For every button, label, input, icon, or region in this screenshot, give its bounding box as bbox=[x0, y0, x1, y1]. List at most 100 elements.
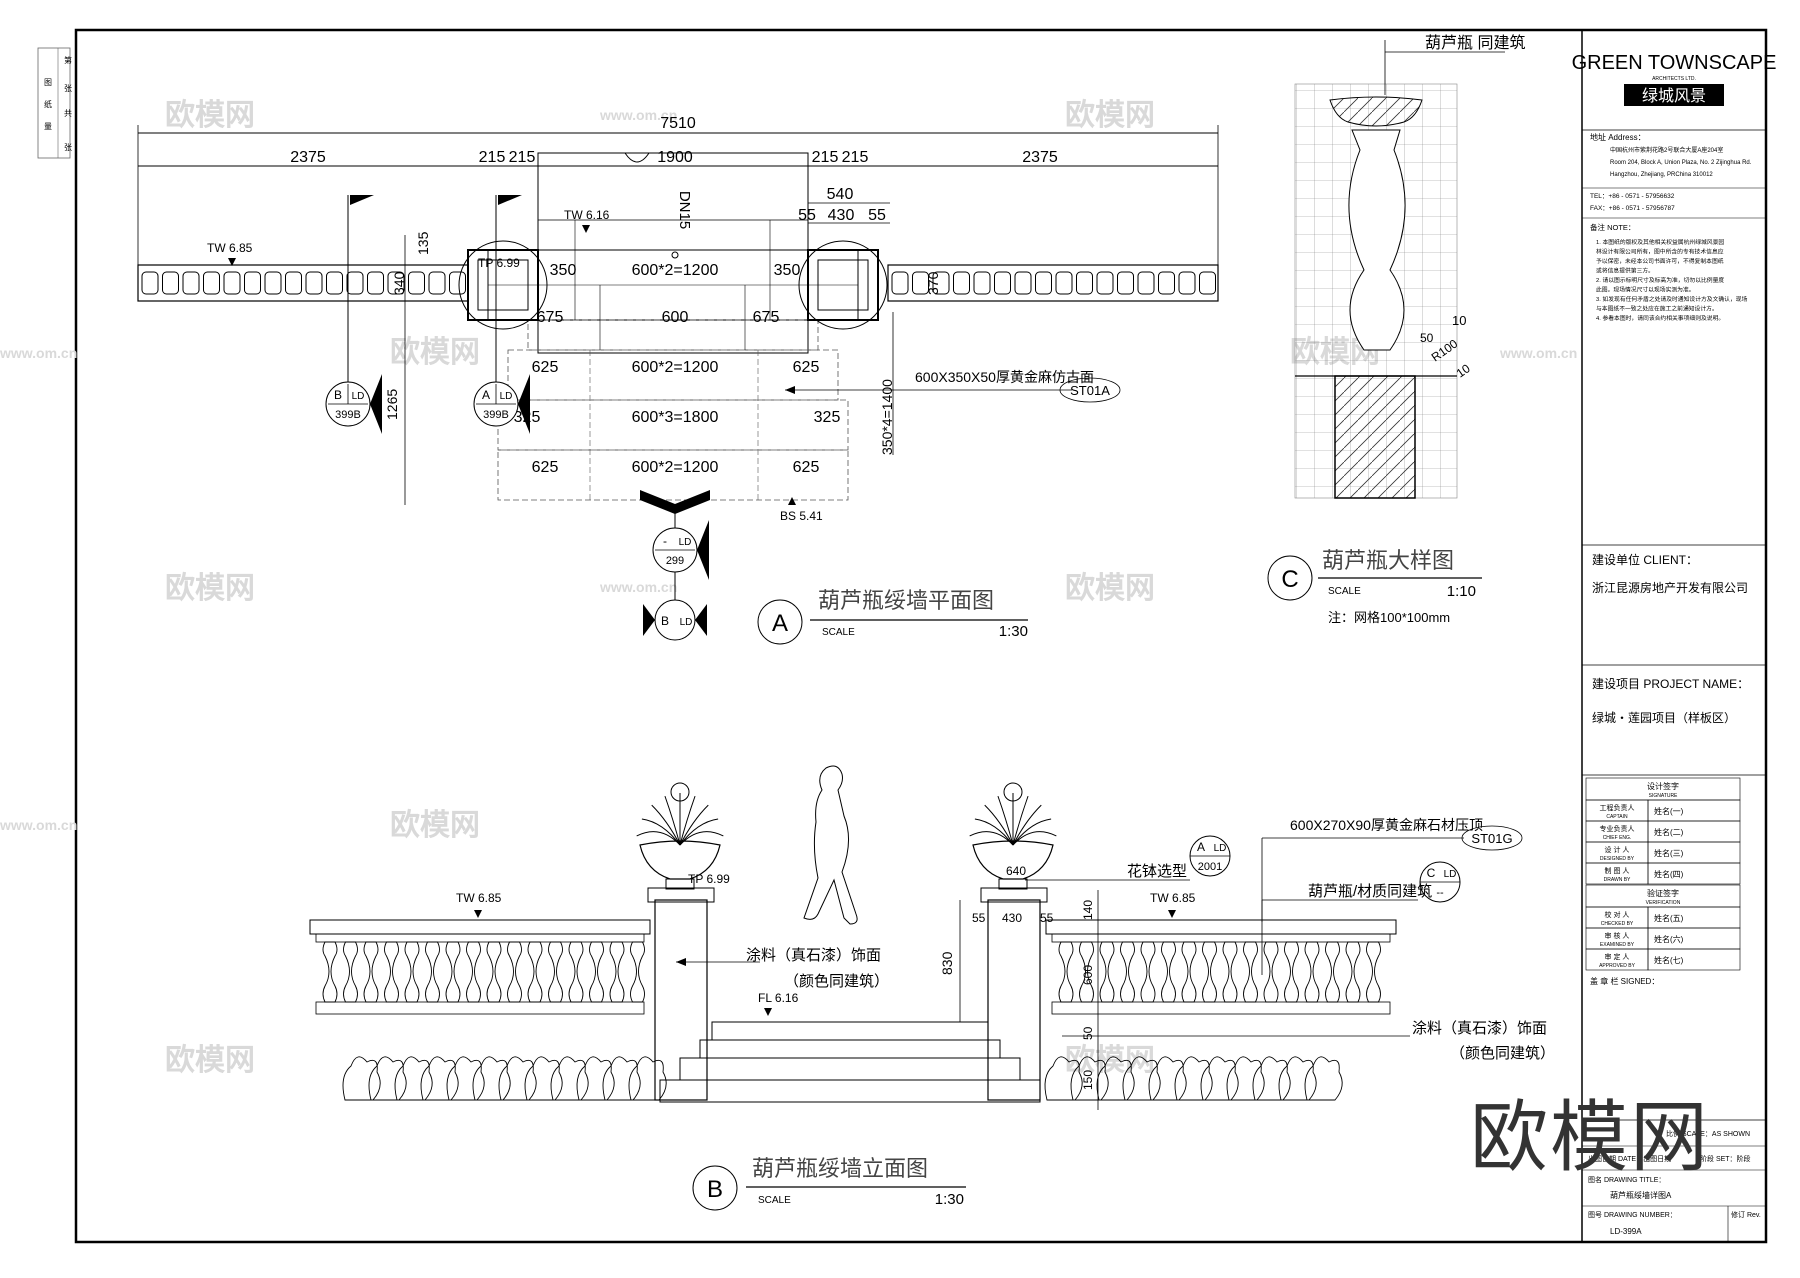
address-label: 地址 Address： bbox=[1590, 132, 1646, 142]
shrub bbox=[368, 1056, 407, 1101]
sig-title: 设计签字 bbox=[1647, 781, 1679, 791]
dim-vertical: 370 bbox=[925, 271, 941, 295]
view-title: 葫芦瓶绥墙平面图 bbox=[818, 588, 994, 613]
sig-name: 姓名(四) bbox=[1654, 869, 1684, 879]
elevation-baluster bbox=[1304, 941, 1320, 1003]
dim-vertical: 350*4=1400 bbox=[879, 379, 895, 455]
material-code: ST01G bbox=[1471, 831, 1512, 846]
sig-role-en: APPROVED BY bbox=[1599, 963, 1636, 969]
note-line: 2. 请以图示标明尺寸及标高为准，切勿以比例量度 bbox=[1596, 276, 1724, 284]
sheet-border bbox=[74, 28, 1768, 1244]
view-scale: 1:30 bbox=[999, 623, 1028, 640]
side-label: 图 bbox=[44, 78, 52, 87]
detail-label: 葫芦瓶 同建筑 bbox=[1425, 34, 1525, 52]
dim-vertical: 50 bbox=[1081, 1026, 1095, 1040]
elevation-baluster bbox=[1284, 941, 1299, 1003]
watermark-text: 欧模网 bbox=[1065, 572, 1155, 605]
sig-role-en: EXAMINED BY bbox=[1600, 942, 1635, 948]
shrub bbox=[524, 1056, 563, 1101]
shrub bbox=[1070, 1056, 1109, 1101]
elevation-baluster bbox=[1345, 941, 1361, 1003]
row-cell: 600 bbox=[662, 309, 689, 326]
dim-vertical: 640 bbox=[1006, 864, 1026, 878]
sig-role: 专业负责人 bbox=[1600, 824, 1635, 833]
flower-urn bbox=[636, 782, 724, 890]
elevation-baluster bbox=[1263, 941, 1279, 1003]
section-num: 299 bbox=[666, 555, 684, 567]
elevation-baluster bbox=[1161, 941, 1176, 1003]
project-label: 建设项目 PROJECT NAME： bbox=[1592, 677, 1749, 691]
section-mark-a: A LD 399B bbox=[473, 374, 530, 434]
sig-role: 审 定 人 bbox=[1605, 952, 1630, 961]
sig-role: 校 对 人 bbox=[1605, 910, 1630, 919]
view-scale: 1:10 bbox=[1447, 583, 1476, 600]
sig-name: 姓名(五) bbox=[1654, 913, 1684, 923]
elevation-baluster bbox=[1099, 941, 1115, 1003]
shrub bbox=[628, 1056, 667, 1101]
plan-baluster bbox=[141, 271, 159, 295]
dim-vertical: 340 bbox=[391, 271, 407, 295]
paint-note: （颜色同建筑） bbox=[784, 973, 889, 990]
sig-role-en: CHIEF ENG. bbox=[1603, 835, 1632, 841]
plan-baluster bbox=[1117, 271, 1134, 295]
dim-small: 215 bbox=[509, 149, 536, 166]
dim-col: 55 bbox=[798, 207, 816, 224]
note-line: 予以保密，未经本公司书面许可，不得复制本图纸 bbox=[1596, 257, 1724, 265]
baluster-note: 葫芦瓶/材质同建筑 bbox=[1308, 883, 1432, 900]
view-letter: B bbox=[707, 1176, 723, 1203]
dim-right: 2375 bbox=[1022, 149, 1058, 166]
shrub bbox=[446, 1056, 485, 1101]
sig-role-en: CHECKED BY bbox=[1601, 921, 1634, 927]
elevation-baluster bbox=[1222, 941, 1238, 1003]
row-cell: 325 bbox=[814, 409, 841, 426]
view-letter: C bbox=[1281, 566, 1298, 593]
note-line: 4. 参看本图时，请同该合约相关事项细则及说明。 bbox=[1596, 314, 1724, 322]
watermark-url: www.om.cn bbox=[599, 107, 677, 123]
row-cell: 625 bbox=[532, 359, 559, 376]
view-title: 葫芦瓶大样图 bbox=[1322, 548, 1454, 573]
sig-name: 姓名(七) bbox=[1654, 955, 1684, 965]
level-marker: TW 6.85 bbox=[456, 891, 502, 905]
elevation-baluster bbox=[1120, 941, 1135, 1003]
brand-sub: ARCHITECTS LTD. bbox=[1652, 76, 1696, 82]
brand-name: GREEN TOWNSCAPE bbox=[1572, 52, 1777, 74]
watermark-url: www.om.cn bbox=[599, 579, 677, 595]
shrub bbox=[1122, 1056, 1161, 1101]
elevation-baluster bbox=[384, 941, 399, 1003]
plan-baluster bbox=[449, 271, 466, 295]
level-marker: TP 6.99 bbox=[688, 872, 730, 886]
shrub bbox=[420, 1056, 459, 1101]
tel: TEL：+86 - 0571 - 57956632 bbox=[1590, 193, 1675, 200]
ref-letter: A bbox=[1197, 840, 1205, 854]
sig-role-en: DESIGNED BY bbox=[1600, 856, 1635, 862]
row-cell: 600*3=1800 bbox=[632, 409, 719, 426]
view-title: 葫芦瓶绥墙立面图 bbox=[752, 1156, 928, 1181]
ref-num: 2001 bbox=[1198, 861, 1222, 873]
elevation-baluster bbox=[1325, 941, 1340, 1003]
shrub bbox=[472, 1056, 511, 1101]
watermark-url: www.om.cn bbox=[0, 345, 77, 361]
paint-note: 涂料（真石漆）饰面 bbox=[1412, 1019, 1547, 1037]
elevation-baluster bbox=[1202, 941, 1217, 1003]
flowerpot-note: 花钵选型 bbox=[1127, 863, 1187, 880]
elevation-view: TW 6.85 TW 6.85 TP 6.99 FL 6.16 涂料（真石漆）饰… bbox=[309, 765, 1555, 1211]
address-line: Hangzhou, Zhejiang, PRChina 310012 bbox=[1610, 172, 1713, 178]
shrub bbox=[342, 1056, 381, 1101]
scale-word: SCALE bbox=[758, 1195, 791, 1206]
sig-role-en: DRAWN BY bbox=[1604, 877, 1631, 883]
sig-role: 审 核 人 bbox=[1605, 931, 1630, 940]
paint-note: 涂料（真石漆）饰面 bbox=[746, 946, 881, 964]
plan-baluster bbox=[912, 271, 929, 295]
level-marker: FL 6.16 bbox=[758, 991, 799, 1005]
plan-baluster bbox=[1014, 271, 1032, 295]
plan-baluster bbox=[891, 271, 909, 295]
plan-baluster bbox=[244, 271, 261, 295]
ver-title: 验证签字 bbox=[1647, 888, 1679, 898]
project-name: 绿城・莲园项目（样板区） bbox=[1592, 710, 1736, 725]
sig-name: 姓名(三) bbox=[1654, 848, 1684, 858]
watermark-text: 欧模网 bbox=[1065, 1044, 1155, 1077]
plan-baluster bbox=[346, 271, 364, 295]
section-mark-b2: B LD bbox=[643, 599, 707, 641]
